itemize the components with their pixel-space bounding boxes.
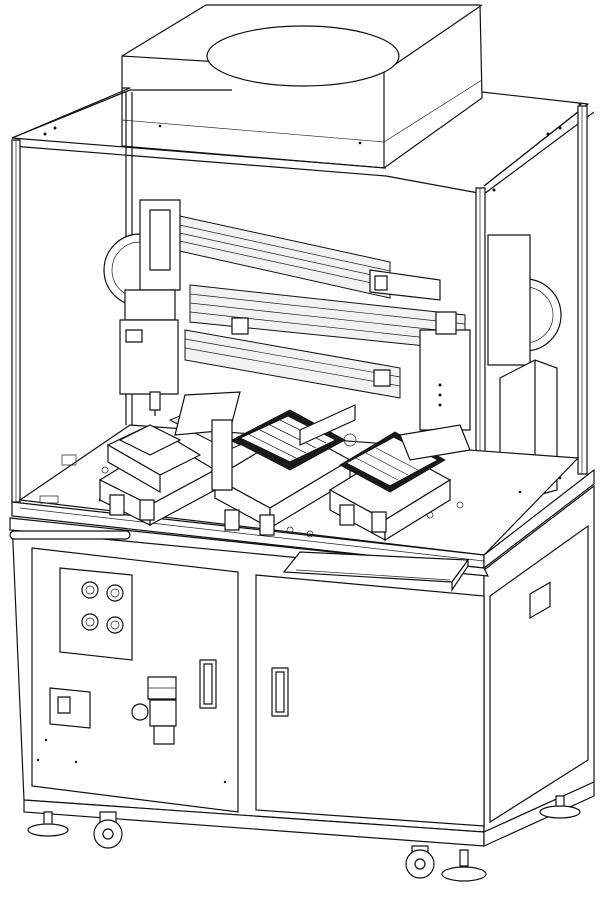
linear-rails [175,215,465,398]
button-3-icon [82,614,98,630]
fan-opening [207,26,399,86]
button-2-icon [107,585,123,601]
station-2 [212,405,355,535]
button-1-icon [82,582,98,598]
air-filter-regulator [132,677,176,744]
top-hood [122,5,482,168]
button-4-icon [107,617,123,633]
aluminum-frame [12,88,594,556]
control-panel [60,568,132,660]
left-pick-head [104,200,180,416]
base-and-casters [24,782,594,881]
ledge-handle [10,531,130,539]
main-switch [50,688,90,728]
station-3 [330,425,470,540]
